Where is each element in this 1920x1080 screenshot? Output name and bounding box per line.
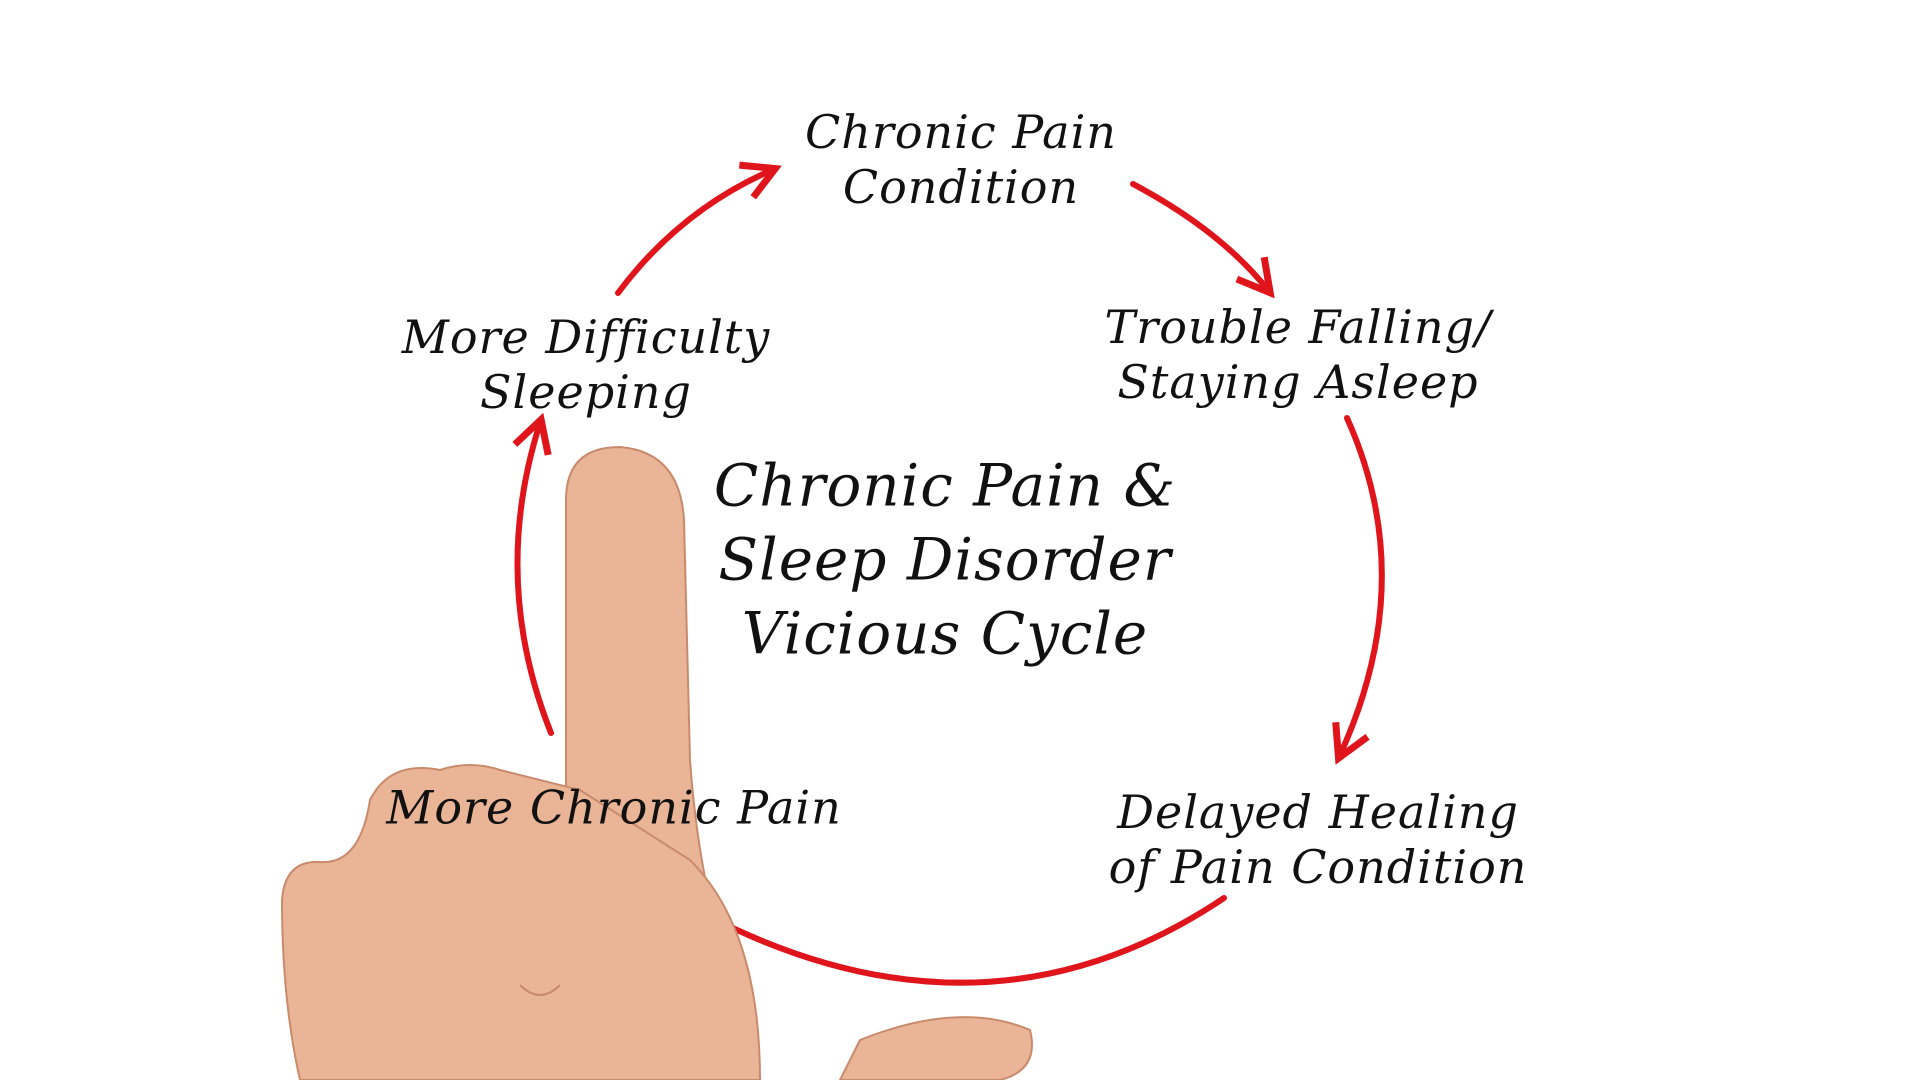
node-line: More Chronic Pain [386, 780, 842, 835]
arrow-trouble-to-healing [1340, 415, 1385, 755]
node-line: Staying Asleep [1117, 355, 1479, 409]
node-line: of Pain Condition [1108, 840, 1528, 894]
node-line: Delayed Healing [1117, 784, 1519, 839]
diagram-title: Chronic Pain & Sleep Disorder Vicious Cy… [714, 449, 1176, 672]
node-line: Chronic Pain [805, 104, 1117, 159]
title-line: Vicious Cycle [741, 600, 1149, 669]
arrow-more-pain-to-difficulty [517, 423, 554, 736]
node-line: Trouble Falling/ [1104, 299, 1492, 354]
title-line: Chronic Pain & [713, 451, 1177, 520]
title-line: Sleep Disorder [718, 525, 1172, 594]
node-line: Sleeping [480, 365, 692, 419]
node-line: Condition [842, 160, 1080, 214]
node-more-difficulty-sleeping: More Difficulty Sleeping [402, 310, 771, 420]
node-chronic-pain-condition: Chronic Pain Condition [805, 105, 1117, 215]
node-more-chronic-pain: More Chronic Pain [386, 780, 842, 835]
node-line: More Difficulty [401, 309, 771, 364]
arrow-sleeping-to-pain [615, 170, 772, 296]
pointing-hand [280, 445, 1033, 1080]
arrow-pain-to-trouble [1130, 181, 1268, 290]
node-delayed-healing: Delayed Healing of Pain Condition [1109, 785, 1528, 895]
node-trouble-sleeping: Trouble Falling/ Staying Asleep [1105, 300, 1492, 410]
